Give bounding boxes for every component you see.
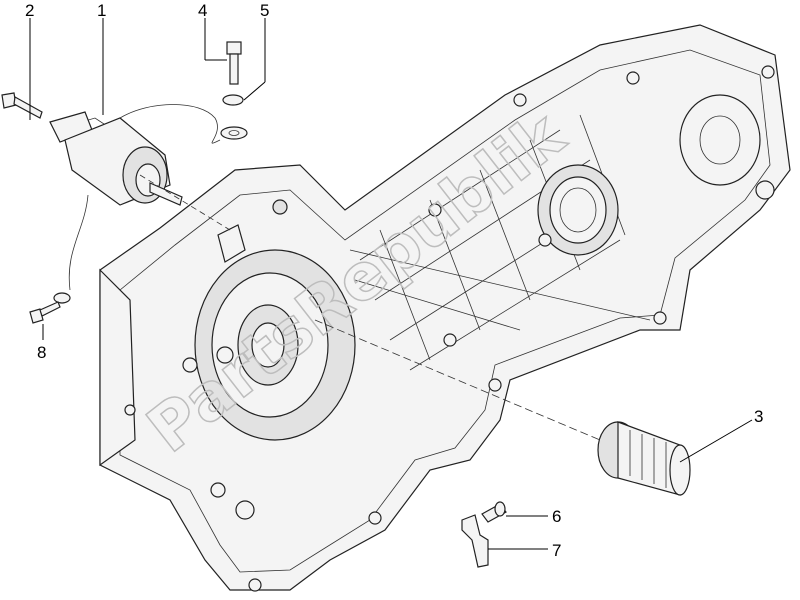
callout-7: 7 (552, 541, 561, 560)
cable-screw (29, 301, 61, 324)
housing-ribs (349, 114, 651, 371)
callout-3: 3 (754, 407, 763, 426)
terminal-washers (220, 94, 248, 140)
callout-labels: 1 2 3 4 5 6 7 8 (25, 1, 763, 560)
callout-1: 1 (97, 1, 106, 20)
crankcase-housing (99, 24, 791, 592)
callout-2: 2 (25, 1, 34, 20)
guide-bracket (461, 514, 489, 568)
bearing-bore (537, 164, 619, 256)
starter-gear (139, 174, 691, 496)
bracket-screw (481, 501, 507, 523)
starter-motor (49, 104, 221, 304)
callout-5: 5 (260, 1, 269, 20)
leader-lines (29, 18, 753, 550)
rear-bore (679, 94, 761, 186)
callout-8: 8 (37, 343, 46, 362)
flywheel-cavity (194, 249, 356, 441)
callout-6: 6 (552, 507, 561, 526)
mounting-holes (124, 65, 775, 592)
callout-4: 4 (198, 1, 207, 20)
starter-mount-boss (217, 199, 288, 263)
terminal-bolt (226, 41, 242, 85)
starter-bolt (1, 92, 43, 119)
